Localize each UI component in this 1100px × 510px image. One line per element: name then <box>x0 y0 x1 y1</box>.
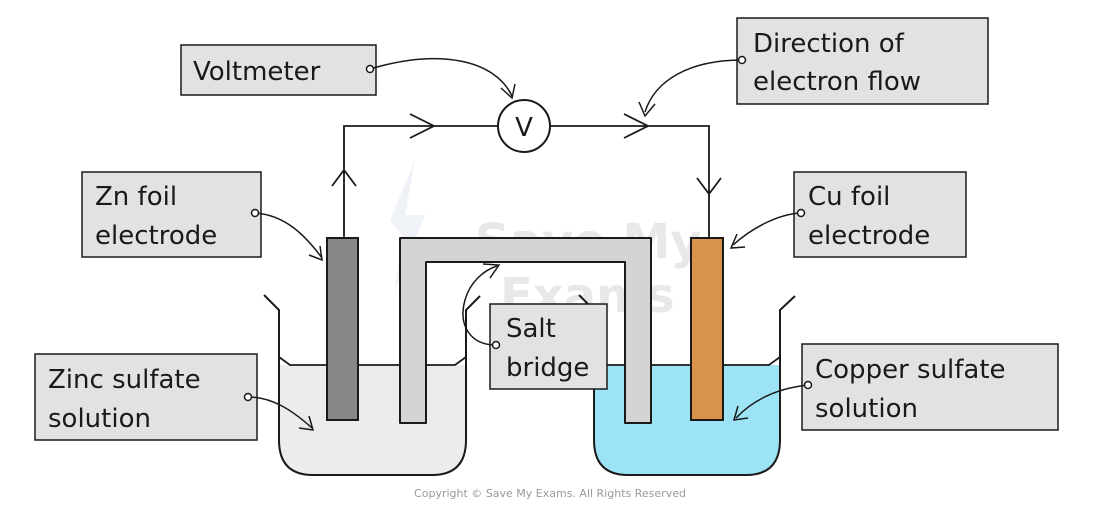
circuit-wire <box>343 125 710 238</box>
copyright-notice: Copyright © Save My Exams. All Rights Re… <box>414 487 686 500</box>
watermark-logo-icon <box>390 160 425 290</box>
salt-bridge <box>399 237 652 424</box>
salt-bridge-label-line2: bridge <box>506 353 589 383</box>
leader-dots <box>243 55 813 402</box>
voltmeter: V <box>497 99 551 153</box>
arrow-right-icon <box>409 113 437 139</box>
arrow-right-icon <box>623 113 651 139</box>
electron-flow-label-line1: Direction of <box>753 29 905 59</box>
right-beaker <box>578 294 796 476</box>
salt-bridge-label-line1: Salt <box>506 314 556 344</box>
electron-flow-label-box <box>736 17 989 105</box>
left-beaker <box>263 294 481 476</box>
zn-electrode-label-line1: Zn foil <box>95 182 177 212</box>
cu-electrode-label-line2: electrode <box>808 221 930 251</box>
copper-solution-label-line2: solution <box>815 394 918 424</box>
arrow-down-icon <box>696 177 722 196</box>
arrow-up-icon <box>331 168 357 187</box>
cu-electrode-label-box <box>793 171 967 258</box>
leader-lines <box>247 57 809 431</box>
cu-electrode-label-line1: Cu foil <box>808 182 890 212</box>
voltmeter-symbol: V <box>515 113 533 143</box>
right-liquid-surface <box>593 356 781 366</box>
zinc-solution-label-line2: solution <box>48 404 151 434</box>
zn-electrode-label-box <box>81 171 262 258</box>
zn-electrode-label-line2: electrode <box>95 221 217 251</box>
zinc-solution-label-line1: Zinc sulfate <box>48 365 201 395</box>
electron-flow-label-line2: electron flow <box>753 67 921 97</box>
copper-solution-label-line1: Copper sulfate <box>815 355 1006 385</box>
copper-electrode <box>690 237 724 421</box>
salt-bridge-label-box <box>489 303 608 390</box>
left-liquid-surface <box>278 356 467 366</box>
voltmeter-label: Voltmeter <box>193 57 321 87</box>
zinc-sulfate-solution <box>279 365 466 475</box>
copper-solution-label-box <box>801 343 1059 431</box>
voltmeter-label-box <box>180 44 377 96</box>
zinc-electrode <box>326 237 359 421</box>
copper-sulfate-solution <box>594 365 780 475</box>
